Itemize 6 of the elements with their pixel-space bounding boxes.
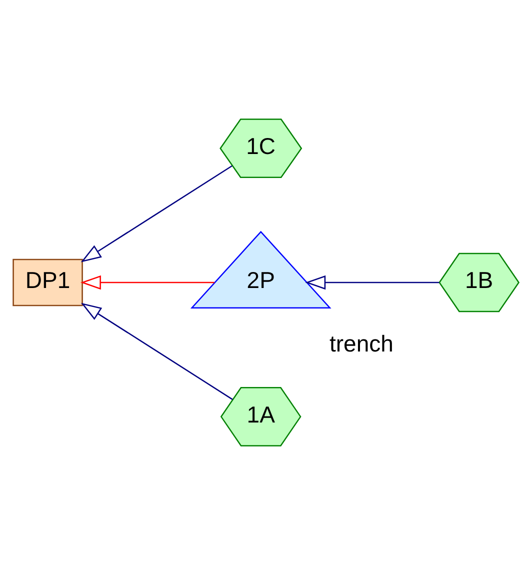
arrow <box>81 302 233 400</box>
node-box: DP1 <box>12 258 83 306</box>
arrow <box>80 164 232 262</box>
arrow <box>305 274 440 290</box>
node-label: trench <box>330 330 394 356</box>
arrow <box>80 274 214 290</box>
